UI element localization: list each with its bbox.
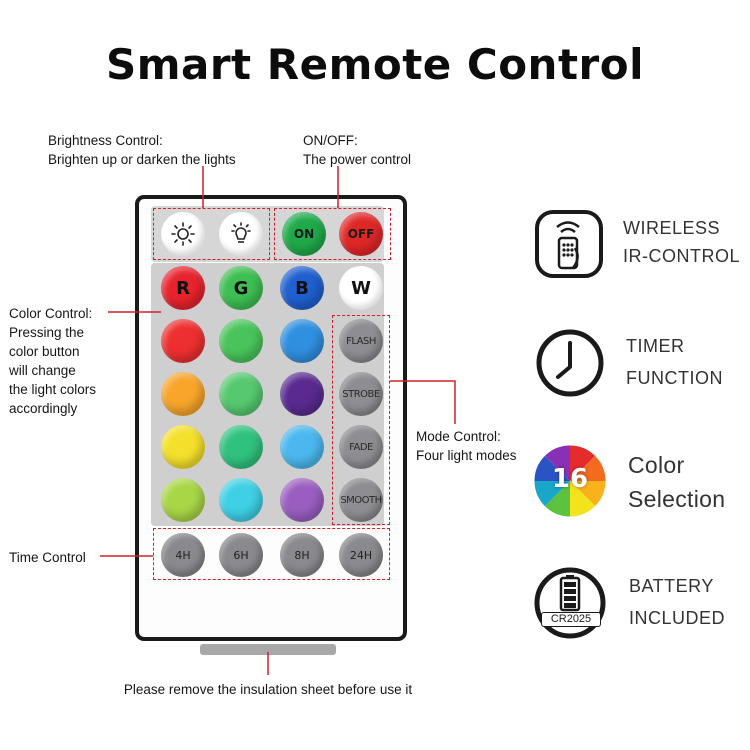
feature-wireless-line1: WIRELESS [623,218,721,238]
battery-model-badge: CR2025 [541,612,601,627]
color-callout-line: Pressing the [9,325,85,340]
color-callout-line: will change [9,363,76,378]
color-button[interactable] [219,425,263,469]
onoff-highlight-box [274,208,391,260]
onoff-callout-heading: ON/OFF: [303,133,358,148]
feature-timer-line1: TIMER [626,336,685,356]
feature-battery-line2: INCLUDED [629,607,726,628]
feature-wireless-text: WIRELESS IR-CONTROL [623,217,740,267]
insulation-note: Please remove the insulation sheet befor… [123,682,413,697]
mode-callout-heading: Mode Control: [416,429,501,444]
feature-battery-line1: BATTERY [629,576,714,596]
color-button[interactable] [161,478,205,522]
brightness-callout: Brightness Control: Brighten up or darke… [48,131,236,169]
color-button[interactable] [219,372,263,416]
insulation-sheet-tab[interactable] [200,644,336,655]
brightness-down-icon [231,222,251,243]
feature-battery-text: BATTERY INCLUDED [629,575,725,629]
timer-6h-label: 6H [233,548,249,562]
brightness-down-button[interactable] [219,212,263,256]
timer-24h-label: 24H [349,548,373,562]
color-button[interactable] [219,319,263,363]
power-on-label: ON [293,227,315,241]
blue-button[interactable]: B [280,266,324,310]
brightness-highlight-box [153,208,270,260]
feature-color-line2: Selection [628,485,726,512]
power-on-button[interactable]: ON [282,212,326,256]
mode-callout: Mode Control: Four light modes [416,427,517,465]
wireless-remote-icon [535,210,603,278]
mode-highlight-box [332,315,390,525]
color-callout-line: accordingly [9,401,78,416]
onoff-callout-desc: The power control [303,152,412,167]
timer-4h-label: 4H [175,548,191,562]
brightness-callout-desc: Brighten up or darken the lights [48,152,236,167]
white-button-label: W [351,277,371,299]
strobe-mode-label: STROBE [342,388,380,400]
color-button[interactable] [161,319,205,363]
color-button[interactable] [161,425,205,469]
timer-8h-label: 8H [294,548,310,562]
brightness-up-icon [171,222,195,246]
white-button[interactable]: W [339,266,383,310]
flash-mode-button[interactable]: FLASH [339,319,383,363]
time-callout-heading: Time Control [9,550,86,565]
color-button[interactable] [280,425,324,469]
color-button[interactable] [219,478,263,522]
green-button-label: G [233,277,249,299]
brightness-callout-heading: Brightness Control: [48,133,163,148]
feature-color-line1: Color [628,452,685,478]
fade-mode-button[interactable]: FADE [339,425,383,469]
smooth-mode-button[interactable]: SMOOTH [339,478,383,522]
color-callout-line: the light colors [9,382,97,397]
feature-color-text: Color Selection [628,451,725,514]
timer-4h-button[interactable]: 4H [161,533,205,577]
page-title: Smart Remote Control [105,40,644,89]
timer-8h-button[interactable]: 8H [280,533,324,577]
red-button-label: R [176,277,190,299]
timer-6h-button[interactable]: 6H [219,533,263,577]
mode-connector [390,380,456,424]
brightness-up-button[interactable] [161,212,205,256]
onoff-callout: ON/OFF: The power control [303,131,411,169]
smooth-mode-label: SMOOTH [340,494,382,506]
flash-mode-label: FLASH [346,335,376,347]
clock-icon [536,329,604,397]
color-count-badge: 16 [551,464,589,494]
fade-mode-label: FADE [349,441,373,453]
strobe-mode-button[interactable]: STROBE [339,372,383,416]
color-callout-line: color button [9,344,80,359]
power-off-label: OFF [347,227,375,241]
color-button[interactable] [161,372,205,416]
time-highlight-box [153,528,390,580]
red-button[interactable]: R [161,266,205,310]
blue-button-label: B [295,277,309,299]
green-button[interactable]: G [219,266,263,310]
mode-callout-desc: Four light modes [416,448,517,463]
power-off-button[interactable]: OFF [339,212,383,256]
time-callout: Time Control [9,548,86,567]
color-callout: Color Control: Pressing the color button… [9,304,96,418]
color-button[interactable] [280,319,324,363]
feature-timer-text: TIMER FUNCTION [626,335,723,389]
feature-timer-line2: FUNCTION [626,367,723,388]
color-button[interactable] [280,478,324,522]
timer-24h-button[interactable]: 24H [339,533,383,577]
feature-wireless-line2: IR-CONTROL [623,245,740,266]
color-button[interactable] [280,372,324,416]
color-callout-heading: Color Control: [9,306,93,321]
battery-icon: CR2025 [533,566,607,640]
color-wheel-icon: 16 [533,444,607,518]
